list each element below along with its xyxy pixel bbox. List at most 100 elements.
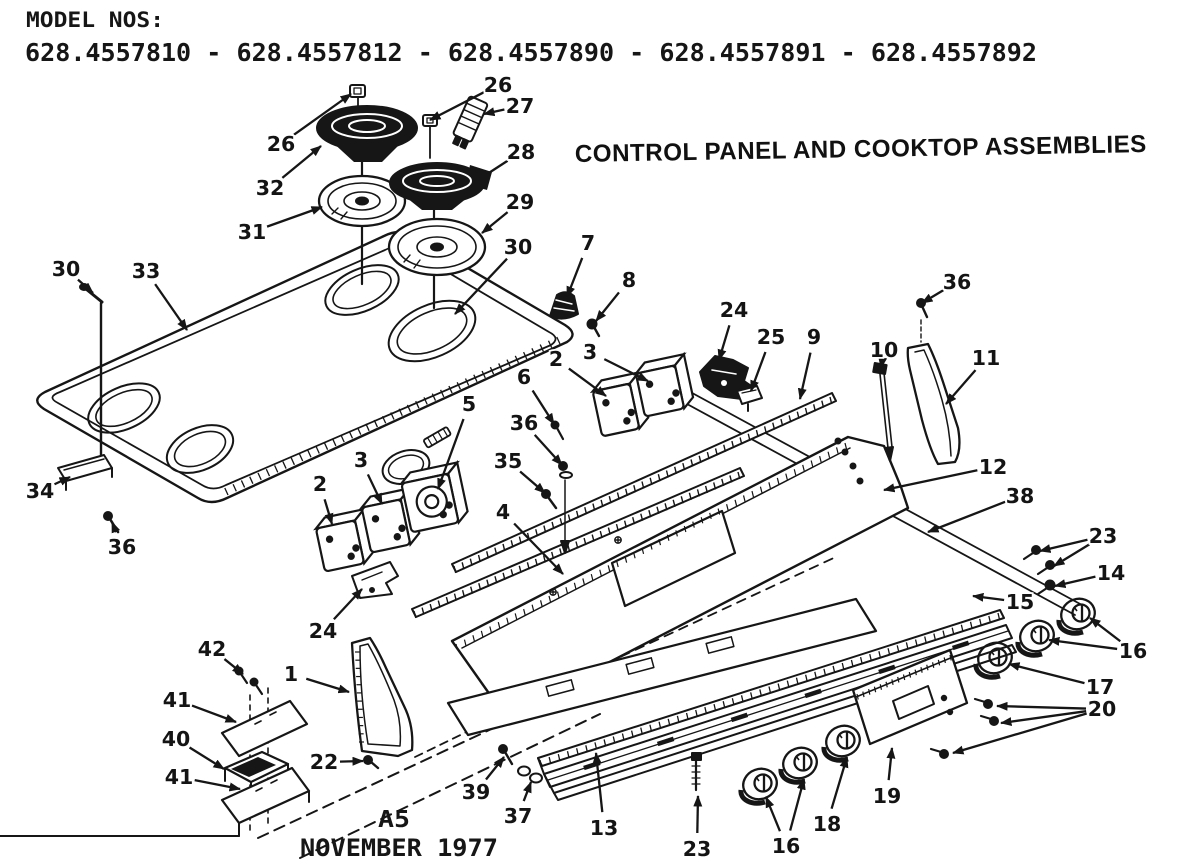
panel-screws xyxy=(549,536,622,596)
part-number-label: 23 xyxy=(1089,524,1118,548)
callout-part-16: 16 xyxy=(764,778,806,860)
buzzer-stack xyxy=(0,666,311,837)
callout-part-23: 23 xyxy=(1039,522,1119,567)
part-number-label: 41 xyxy=(165,765,194,789)
page-title: CONTROL PANEL AND COOKTOP ASSEMBLIES xyxy=(575,131,1147,168)
callout-part-7: 7 xyxy=(565,229,597,298)
part-number-label: 16 xyxy=(1119,639,1148,663)
callout-part-14: 14 xyxy=(1054,559,1127,589)
leader-line xyxy=(749,351,767,392)
right-surface-unit-stack xyxy=(387,95,492,310)
callout-part-30: 30 xyxy=(50,255,94,294)
callout-part-33: 33 xyxy=(130,257,188,331)
part-number-label: 37 xyxy=(504,804,533,828)
control-knob-2 xyxy=(1015,619,1055,658)
part-number-label: 19 xyxy=(873,784,902,808)
leader-line xyxy=(927,500,1006,534)
leader-line xyxy=(333,588,363,621)
part-number-label: 3 xyxy=(583,340,597,364)
callout-part-5: 5 xyxy=(436,390,478,490)
part-number-label: 28 xyxy=(507,140,536,164)
callout-part-24: 24 xyxy=(717,296,750,361)
callout-part-3: 3 xyxy=(352,446,384,505)
leader-line xyxy=(1054,575,1096,589)
leader-line xyxy=(323,498,334,525)
callout-part-22: 22 xyxy=(308,748,364,776)
model-numbers: 628.4557810 - 628.4557812 - 628.4557890 … xyxy=(25,38,1037,67)
callout-part-37: 37 xyxy=(502,781,534,830)
part-number-label: 42 xyxy=(198,637,227,661)
leader-line xyxy=(533,434,563,466)
part-number-label: 26 xyxy=(484,73,513,97)
generated-art xyxy=(224,336,1096,806)
part-number-label: 2 xyxy=(313,472,327,496)
leader-line xyxy=(1008,662,1085,685)
leader-line xyxy=(1053,543,1090,567)
callout-part-8: 8 xyxy=(595,266,638,322)
callout-part-41: 41 xyxy=(163,763,241,792)
part-number-label: 39 xyxy=(462,780,491,804)
leader-line xyxy=(194,778,241,792)
part-number-label: 32 xyxy=(256,176,285,200)
leader-line xyxy=(883,469,978,493)
part-number-label: 26 xyxy=(267,132,296,156)
bead-texture xyxy=(539,612,1001,767)
bead-texture xyxy=(453,396,833,574)
callout-part-17: 17 xyxy=(1008,662,1116,701)
callout-part-1: 1 xyxy=(282,660,350,694)
callout-part-32: 32 xyxy=(254,145,322,202)
leader-line xyxy=(1039,538,1088,553)
callout-part-2: 2 xyxy=(547,345,607,397)
leader-line xyxy=(436,418,465,490)
part-number-label: 22 xyxy=(310,750,339,774)
part-number-label: 11 xyxy=(972,346,1001,370)
part-number-label: 29 xyxy=(506,190,535,214)
callout-part-27: 27 xyxy=(483,92,536,120)
part-number-label: 36 xyxy=(943,270,972,294)
leader-line xyxy=(693,795,703,834)
right-fasteners xyxy=(929,545,1056,759)
leader-line xyxy=(191,704,237,724)
part-number-label: 17 xyxy=(1086,675,1115,699)
part-number-label: 31 xyxy=(238,220,267,244)
callout-part-12: 12 xyxy=(883,453,1009,493)
leader-line xyxy=(595,291,620,322)
part-number-label: 13 xyxy=(590,816,619,840)
leader-line xyxy=(603,358,649,383)
part-number-label: 10 xyxy=(870,338,899,362)
leader-line xyxy=(429,91,485,122)
control-knob-3 xyxy=(1056,597,1096,636)
callout-part-19: 19 xyxy=(871,747,903,810)
part-number-label: 36 xyxy=(108,535,137,559)
page-code: A5 xyxy=(378,807,410,833)
part-number-label: 33 xyxy=(132,259,161,283)
leader-line xyxy=(188,746,225,770)
leader-line xyxy=(592,752,604,813)
part-number-label: 34 xyxy=(26,479,55,503)
callout-part-6: 6 xyxy=(515,363,555,425)
part-number-label: 24 xyxy=(309,619,338,643)
leader-line xyxy=(886,747,896,781)
callout-part-26: 26 xyxy=(265,93,352,158)
callout-part-10: 10 xyxy=(868,336,900,369)
leader-line xyxy=(481,211,509,234)
leader-line xyxy=(830,756,849,809)
callout-part-38: 38 xyxy=(927,482,1036,534)
part-number-label: 9 xyxy=(807,325,821,349)
callout-part-11: 11 xyxy=(945,344,1002,405)
callout-part-36: 36 xyxy=(106,521,138,561)
leader-line xyxy=(77,278,94,294)
leader-line xyxy=(522,781,533,802)
callout-part-35: 35 xyxy=(492,447,546,494)
part-number-label: 1 xyxy=(284,662,298,686)
leader-line xyxy=(519,470,546,494)
leader-line xyxy=(54,475,71,486)
leader-line xyxy=(568,367,607,397)
callout-part-18: 18 xyxy=(811,756,849,838)
callout-part-41: 41 xyxy=(161,686,237,724)
callout-part-31: 31 xyxy=(236,205,323,246)
part-number-label: 40 xyxy=(162,727,191,751)
